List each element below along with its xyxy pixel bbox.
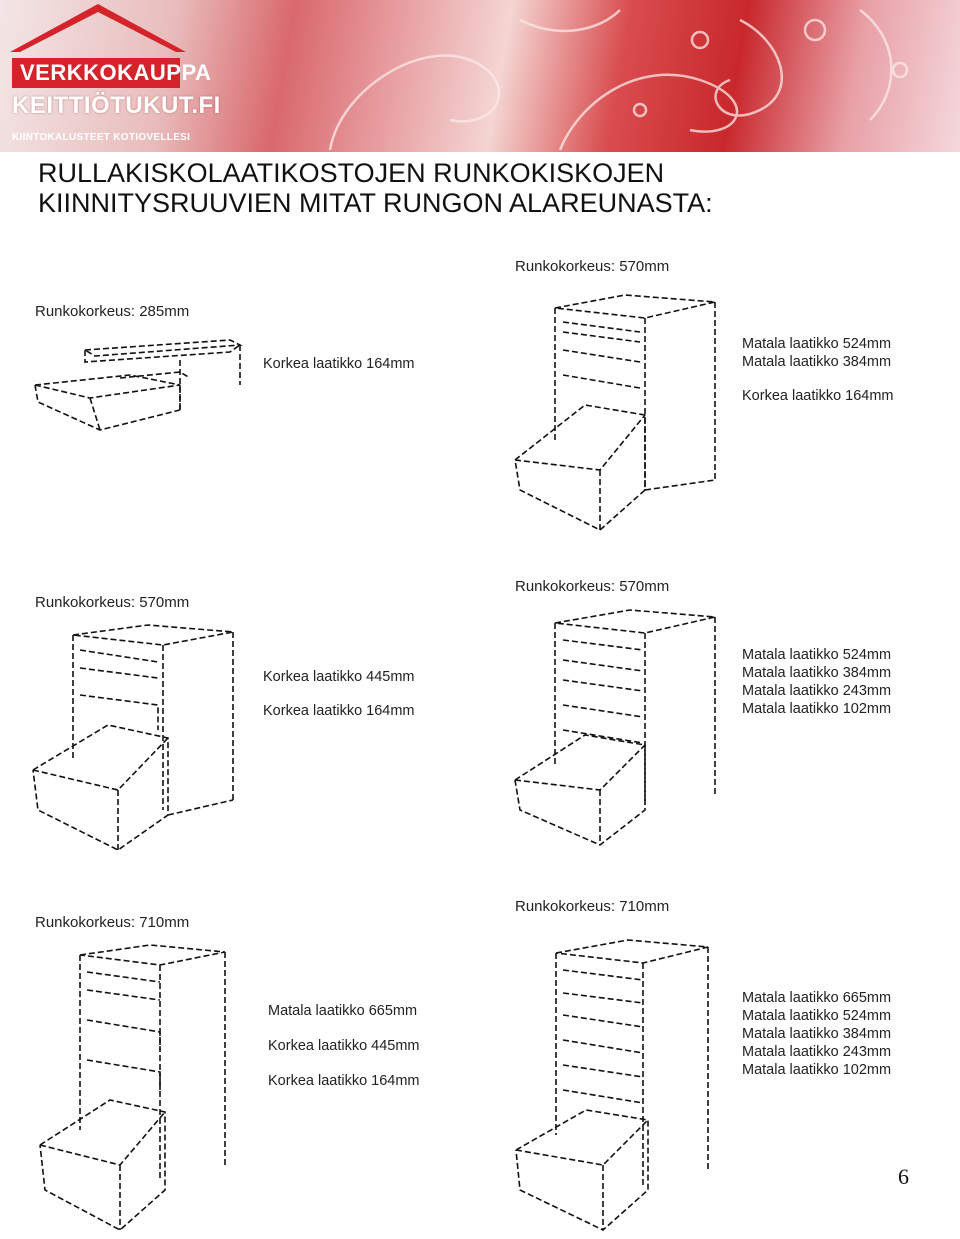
drawer-label: Matala laatikko 102mm (742, 701, 892, 717)
drawer-label: Matala laatikko 243mm (742, 683, 892, 699)
drawer-label: Korkea laatikko 445mm (268, 1038, 420, 1054)
logo-line1: VERKKOKAUPPA (12, 58, 211, 88)
page-number: 6 (898, 1164, 909, 1189)
drawer-label: Matala laatikko 524mm (742, 1008, 892, 1024)
cabinet-3-height: Runkokorkeus: 570mm (35, 594, 190, 611)
drawer-label: Korkea laatikko 164mm (268, 1073, 420, 1089)
drawer-label: Korkea laatikko 164mm (263, 703, 415, 719)
cabinet-6-drawing (515, 939, 709, 1231)
page-title: RULLAKISKOLAATIKOSTOJEN RUNKOKISKOJEN KI… (38, 158, 838, 218)
decorative-swirl (328, 9, 909, 151)
drawer-label: Matala laatikko 384mm (742, 1026, 892, 1042)
page-title-line2: KIINNITYSRUUVIEN MITAT RUNGON ALAREUNAST… (38, 188, 713, 218)
cabinet-1-height: Runkokorkeus: 285mm (35, 303, 190, 320)
drawer-label: Matala laatikko 665mm (742, 990, 892, 1006)
logo[interactable]: VERKKOKAUPPA KEITTIÖTUKUT.FI KIINTOKALUS… (0, 0, 220, 152)
drawer-label: Matala laatikko 524mm (742, 647, 892, 663)
cabinet-4-height: Runkokorkeus: 570mm (515, 578, 670, 595)
cabinet-6-drawer-list: Matala laatikko 665mm Matala laatikko 52… (742, 989, 891, 1079)
cabinet-3-drawer-list: Korkea laatikko 445mm Korkea laatikko 16… (263, 668, 415, 720)
cabinet-1-drawer-list: Korkea laatikko 164mm (263, 355, 415, 373)
header-banner: VERKKOKAUPPA KEITTIÖTUKUT.FI KIINTOKALUS… (0, 0, 960, 152)
page-title-line1: RULLAKISKOLAATIKOSTOJEN RUNKOKISKOJEN (38, 158, 665, 188)
cabinet-4-drawer-list: Matala laatikko 524mm Matala laatikko 38… (742, 646, 891, 718)
cabinet-6-height: Runkokorkeus: 710mm (515, 898, 670, 915)
drawer-label: Matala laatikko 665mm (268, 1003, 418, 1019)
roof-icon (10, 4, 186, 52)
cabinet-2-drawing (514, 294, 716, 531)
cabinet-2-height: Runkokorkeus: 570mm (515, 258, 670, 275)
cabinet-1-drawing (34, 339, 243, 431)
drawer-label: Korkea laatikko 445mm (263, 669, 415, 685)
logo-line2: KEITTIÖTUKUT.FI (12, 92, 221, 119)
cabinet-4-drawing (514, 609, 716, 846)
cabinet-5-drawing (39, 944, 226, 1231)
drawer-label: Korkea laatikko 164mm (263, 356, 415, 372)
drawer-label: Matala laatikko 243mm (742, 1044, 892, 1060)
drawer-label: Matala laatikko 384mm (742, 354, 892, 370)
cabinet-5-drawer-list: Matala laatikko 665mm Korkea laatikko 44… (268, 1002, 420, 1090)
logo-tagline: KIINTOKALUSTEET KOTIOVELLESI (12, 132, 191, 143)
drawer-label: Matala laatikko 524mm (742, 336, 892, 352)
cabinet-3-drawing (32, 624, 234, 851)
drawer-label: Matala laatikko 384mm (742, 665, 892, 681)
cabinet-5-height: Runkokorkeus: 710mm (35, 914, 190, 931)
drawer-label: Matala laatikko 102mm (742, 1062, 892, 1078)
cabinet-2-drawer-list: Matala laatikko 524mm Matala laatikko 38… (742, 335, 894, 405)
drawer-label: Korkea laatikko 164mm (742, 388, 894, 404)
